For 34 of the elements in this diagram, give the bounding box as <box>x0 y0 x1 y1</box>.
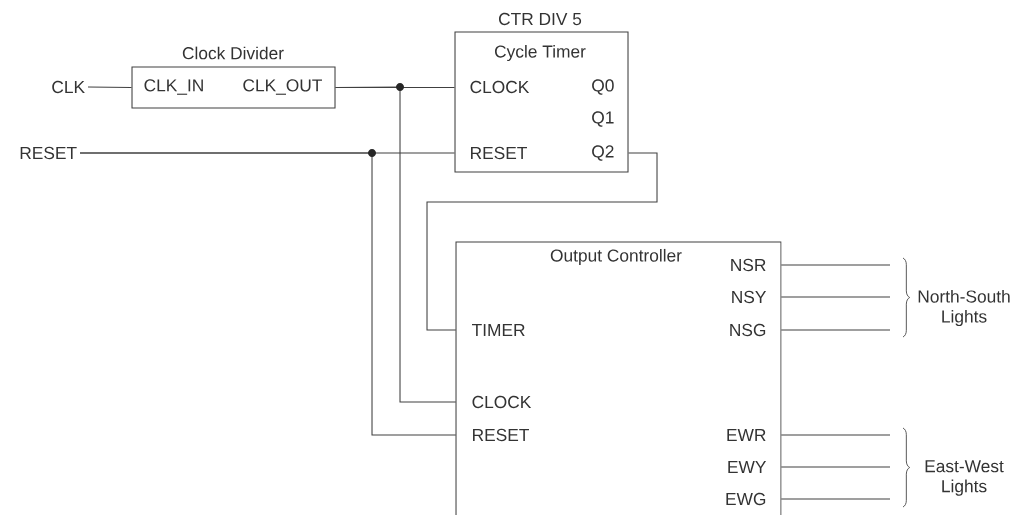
port-label: TIMER <box>472 324 525 336</box>
group-label: East-West Lights <box>925 460 1004 496</box>
wire <box>780 264 891 266</box>
port-label: EWY <box>728 461 767 473</box>
block-title: Clock Divider <box>182 46 284 60</box>
port-label: CLK_OUT <box>243 79 322 95</box>
block-title: CTR DIV 5 <box>499 12 582 26</box>
port-label: RESET <box>471 146 527 160</box>
port-label: NSR <box>731 258 766 272</box>
port-label: Q1 <box>592 111 614 127</box>
wire <box>426 152 658 331</box>
port-label: CLOCK <box>472 395 532 409</box>
wire <box>780 466 891 468</box>
signal-label: RESET <box>20 146 77 160</box>
port-label: Q2 <box>592 145 614 161</box>
port-label: CLOCK <box>470 80 530 94</box>
port-label: EWG <box>726 492 766 506</box>
port-label: RESET <box>473 428 529 442</box>
port-label: NSG <box>730 323 766 337</box>
block-title: Cycle Timer <box>495 44 586 62</box>
group-label: North-South Lights <box>918 289 1010 327</box>
wire <box>87 86 132 89</box>
port-label: EWR <box>727 429 766 441</box>
block-title: Output Controller <box>550 248 682 266</box>
port-label: NSY <box>732 290 767 304</box>
wire <box>79 152 457 436</box>
wire <box>780 434 891 436</box>
port-label: CLK_IN <box>144 79 203 95</box>
signal-label: CLK <box>52 80 85 94</box>
port-label: Q0 <box>592 79 614 95</box>
wire <box>780 329 891 331</box>
wire <box>780 498 891 500</box>
wire <box>780 296 891 298</box>
wire <box>335 86 457 403</box>
